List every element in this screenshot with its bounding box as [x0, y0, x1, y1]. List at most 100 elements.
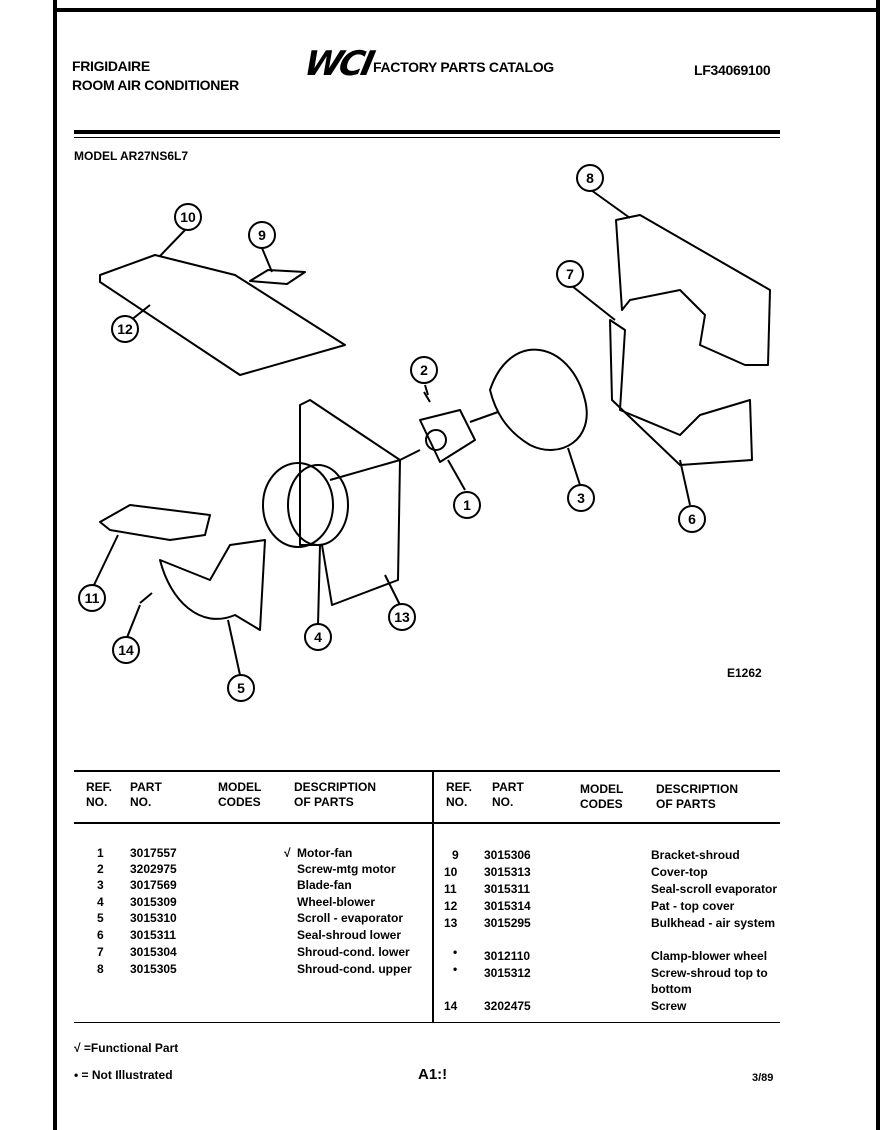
left-row-2-ref: 2	[97, 862, 104, 876]
callout-12: 12	[111, 315, 139, 343]
model-label: MODEL AR27NS6L7	[74, 149, 189, 163]
svg-text:2: 2	[420, 362, 428, 378]
callout-10: 10	[174, 203, 202, 231]
callout-7: 7	[556, 260, 584, 288]
right-row-6-ref: •	[453, 945, 458, 959]
right-row-7-part: 3015312	[484, 966, 531, 980]
brand-name: FRIGIDAIRE	[72, 58, 150, 74]
left-row-6-ref: 6	[97, 928, 104, 942]
svg-text:14: 14	[118, 642, 134, 658]
shroud-upper-part	[615, 214, 771, 366]
left-row-5-part: 3015310	[130, 911, 177, 925]
left-row-2-desc: Screw-mtg motor	[297, 862, 396, 876]
left-row-3-part: 3017569	[130, 878, 177, 892]
svg-text:13: 13	[394, 609, 410, 625]
page-border-right	[876, 0, 880, 1130]
left-row-6-part: 3015311	[130, 928, 177, 942]
left-row-8-desc: Shroud-cond. upper	[297, 962, 412, 976]
callout-9: 9	[248, 221, 276, 249]
exploded-parts-diagram: 10 9 12 8 7 2 1 3 6 11 14 4 13 5	[78, 164, 771, 702]
left-row-7-desc: Shroud-cond. lower	[297, 945, 410, 959]
left-row-1-ref: 1	[97, 846, 104, 860]
header-rule-thin	[74, 137, 780, 138]
right-header-model: MODEL CODES	[580, 782, 624, 811]
svg-text:5: 5	[237, 680, 245, 696]
revision-date: 3/89	[752, 1072, 774, 1084]
right-header-desc: DESCRIPTION OF PARTS	[656, 782, 739, 811]
left-row-7-part: 3015304	[130, 945, 177, 959]
table-column-divider	[432, 770, 434, 1022]
catalog-number: LF34069100	[694, 62, 771, 78]
left-row-2-part: 3202975	[130, 862, 177, 876]
svg-text:11: 11	[85, 590, 100, 606]
bracket-part	[249, 269, 306, 285]
left-row-8-part: 3015305	[130, 962, 177, 976]
left-row-8-ref: 8	[97, 962, 104, 976]
right-row-3-desc: Seal-scroll evaporator	[651, 882, 778, 896]
right-row-2-desc: Cover-top	[651, 865, 708, 879]
svg-text:12: 12	[117, 321, 133, 337]
left-row-7-ref: 7	[97, 945, 104, 959]
left-row-5-desc: Scroll - evaporator	[297, 911, 404, 925]
left-row-4-desc: Wheel-blower	[297, 895, 376, 909]
right-row-5-ref: 13	[444, 916, 458, 930]
callout-11: 11	[78, 584, 106, 612]
callout-3: 3	[567, 484, 595, 512]
left-row-5-ref: 5	[97, 911, 104, 925]
page-number: A1:!	[418, 1066, 448, 1083]
page-border-left	[53, 0, 57, 1130]
product-name: ROOM AIR CONDITIONER	[72, 77, 239, 93]
svg-text:7: 7	[566, 266, 574, 282]
svg-text:6: 6	[688, 511, 696, 527]
screw-14-part	[139, 592, 153, 604]
right-row-6-part: 3012110	[484, 949, 531, 963]
seal-scroll-part	[99, 504, 211, 541]
right-row-2-part: 3015313	[484, 865, 531, 879]
right-row-2-ref: 10	[444, 865, 458, 879]
svg-text:3: 3	[577, 490, 585, 506]
callout-8: 8	[576, 164, 604, 192]
right-row-8-ref: 14	[444, 999, 458, 1013]
blower-wheel-part	[262, 462, 334, 548]
right-row-1-ref: 9	[452, 848, 459, 862]
left-row-3-ref: 3	[97, 878, 104, 892]
right-header-part: PART NO.	[492, 780, 524, 809]
right-row-5-part: 3015295	[484, 916, 531, 930]
left-header-ref: REF. NO.	[86, 780, 113, 809]
motor-part	[419, 409, 476, 463]
fan-blade-part	[489, 348, 588, 451]
callout-2: 2	[410, 356, 438, 384]
right-row-3-part: 3015311	[484, 882, 531, 896]
left-row-3-desc: Blade-fan	[297, 878, 352, 892]
cover-top-part	[99, 254, 346, 376]
table-rule-header	[74, 822, 780, 824]
screw-part	[423, 391, 431, 403]
right-row-7-desc: Screw-shroud top to bottom	[651, 966, 768, 996]
left-header-desc: DESCRIPTION OF PARTS	[294, 780, 377, 809]
left-header-part: PART NO.	[130, 780, 162, 809]
diagram-code: E1262	[727, 666, 762, 680]
right-row-4-ref: 12	[444, 899, 458, 913]
callout-14: 14	[112, 636, 140, 664]
legend-not-illustrated: • = Not Illustrated	[74, 1068, 173, 1082]
bulkhead-part	[299, 399, 401, 606]
svg-text:8: 8	[586, 170, 594, 186]
svg-text:9: 9	[258, 227, 266, 243]
right-header-ref: REF. NO.	[446, 780, 473, 809]
left-header-model: MODEL CODES	[218, 780, 262, 809]
right-row-8-desc: Screw	[651, 999, 687, 1013]
callout-5: 5	[227, 674, 255, 702]
callout-1: 1	[453, 491, 481, 519]
left-row-4-part: 3015309	[130, 895, 177, 909]
svg-text:10: 10	[180, 209, 196, 225]
legend-functional-part: √ =Functional Part	[74, 1041, 179, 1055]
right-row-8-part: 3202475	[484, 999, 531, 1013]
header-rule-thick	[74, 130, 780, 134]
shroud-lower-part	[609, 319, 753, 466]
left-row-4-ref: 4	[97, 895, 104, 909]
right-row-1-part: 3015306	[484, 848, 531, 862]
left-row-1-part: 3017557	[130, 846, 177, 860]
page-border-top	[53, 0, 880, 12]
svg-text:4: 4	[314, 629, 322, 645]
right-row-1-desc: Bracket-shroud	[651, 848, 740, 862]
